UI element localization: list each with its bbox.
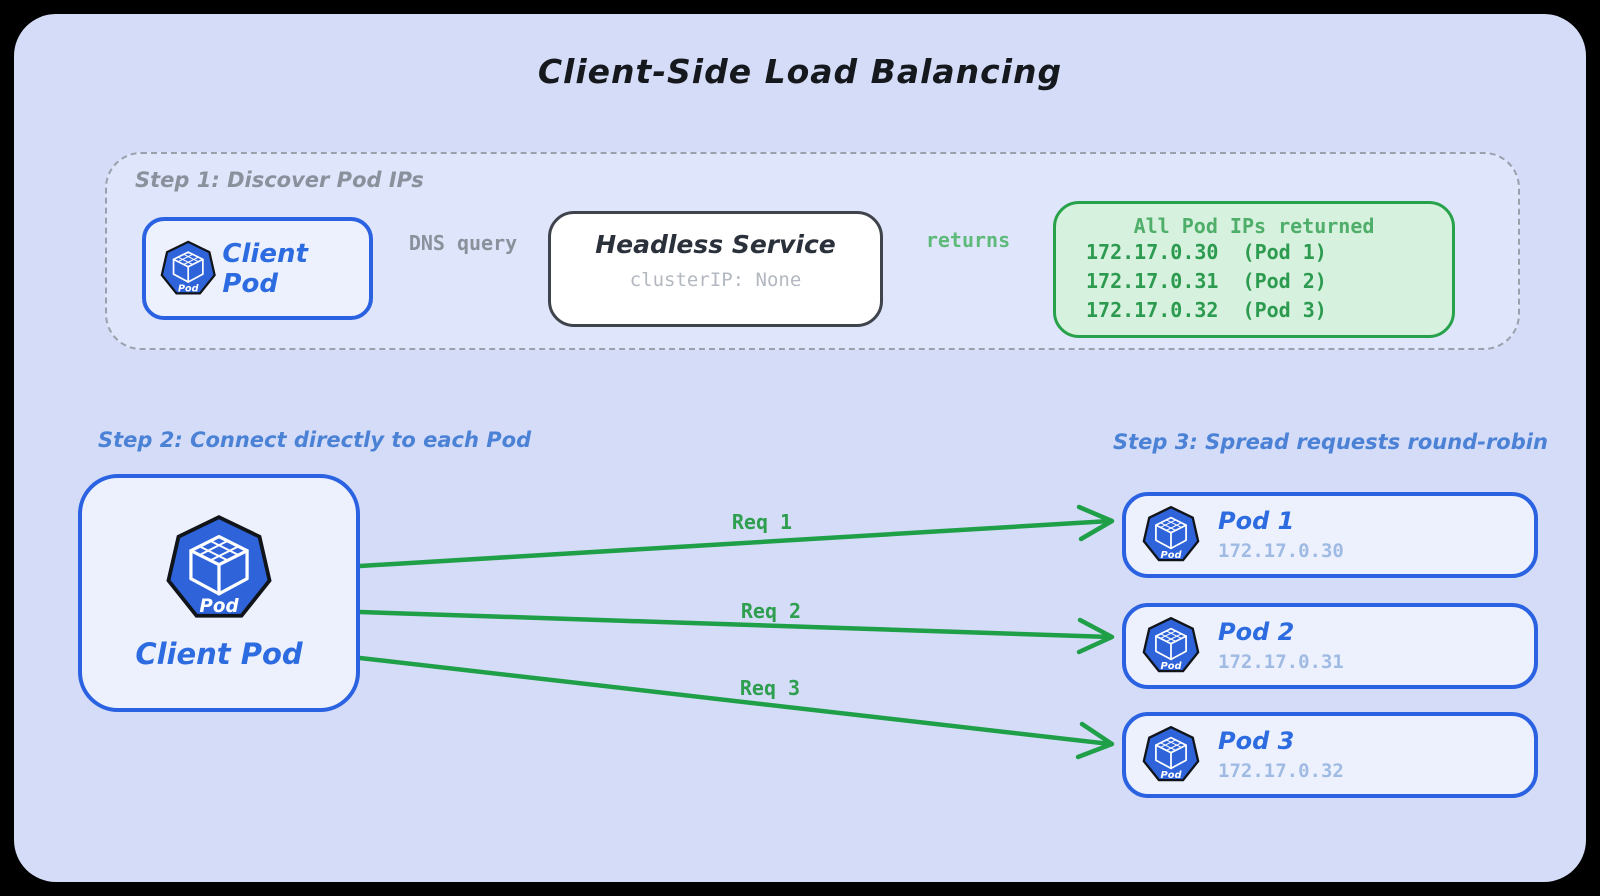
req-2-label: Req 2 <box>740 599 802 623</box>
pod-icon-label: Pod <box>178 283 199 294</box>
step2-client-pod-label: Client Pod <box>135 637 303 671</box>
pod-ip-entry: 172.17.0.31 (Pod 2) <box>1086 269 1327 293</box>
pod-icon-label: Pod <box>1160 661 1182 672</box>
pod-name: Pod 2 <box>1218 618 1295 647</box>
step2-label: Step 2: Connect directly to each Pod <box>98 428 532 452</box>
pod-3-box: Pod Pod 3 172.17.0.32 <box>1122 712 1538 798</box>
result-box-title: All Pod IPs returned <box>1133 214 1375 238</box>
pod-ip-entry: 172.17.0.30 (Pod 1) <box>1086 240 1327 264</box>
pod-1-box: Pod Pod 1 172.17.0.30 <box>1122 492 1538 578</box>
step3-label: Step 3: Spread requests round-robin <box>1113 430 1548 454</box>
step1-label: Step 1: Discover Pod IPs <box>135 168 424 192</box>
step1-client-pod-label: Client Pod <box>222 238 308 299</box>
kubernetes-pod-icon: Pod <box>1142 506 1200 562</box>
pod-icon-label: Pod <box>1160 550 1182 561</box>
headless-service-box: Headless Service clusterIP: None <box>548 211 883 327</box>
returns-label: returns <box>925 228 1011 252</box>
pod-ips-result-box: All Pod IPs returned 172.17.0.30 (Pod 1)… <box>1053 201 1455 338</box>
pod-icon-label: Pod <box>1160 770 1182 781</box>
pod-2-box: Pod Pod 2 172.17.0.31 <box>1122 603 1538 689</box>
req-3-label: Req 3 <box>739 676 801 700</box>
step1-client-pod-box: Pod Client Pod <box>142 217 373 320</box>
pod-ip: 172.17.0.32 <box>1218 759 1344 782</box>
kubernetes-pod-icon: Pod <box>166 515 272 618</box>
dns-query-label: DNS query <box>408 231 518 255</box>
headless-service-title: Headless Service <box>595 230 836 259</box>
pod-name: Pod 3 <box>1218 727 1295 756</box>
diagram-title: Client-Side Load Balancing <box>537 52 1063 91</box>
pod-icon-label: Pod <box>199 596 239 617</box>
kubernetes-pod-icon: Pod <box>1142 617 1200 673</box>
kubernetes-pod-icon: Pod <box>1142 726 1200 782</box>
pod-ip-entry: 172.17.0.32 (Pod 3) <box>1086 298 1327 322</box>
pod-name: Pod 1 <box>1218 507 1295 536</box>
pod-ip: 172.17.0.30 <box>1218 539 1344 562</box>
req-1-label: Req 1 <box>731 510 793 534</box>
headless-service-clusterip: clusterIP: None <box>629 269 802 291</box>
pod-ip: 172.17.0.31 <box>1218 650 1344 673</box>
kubernetes-pod-icon: Pod <box>160 240 216 294</box>
step2-client-pod-box: Pod Client Pod <box>78 474 360 712</box>
